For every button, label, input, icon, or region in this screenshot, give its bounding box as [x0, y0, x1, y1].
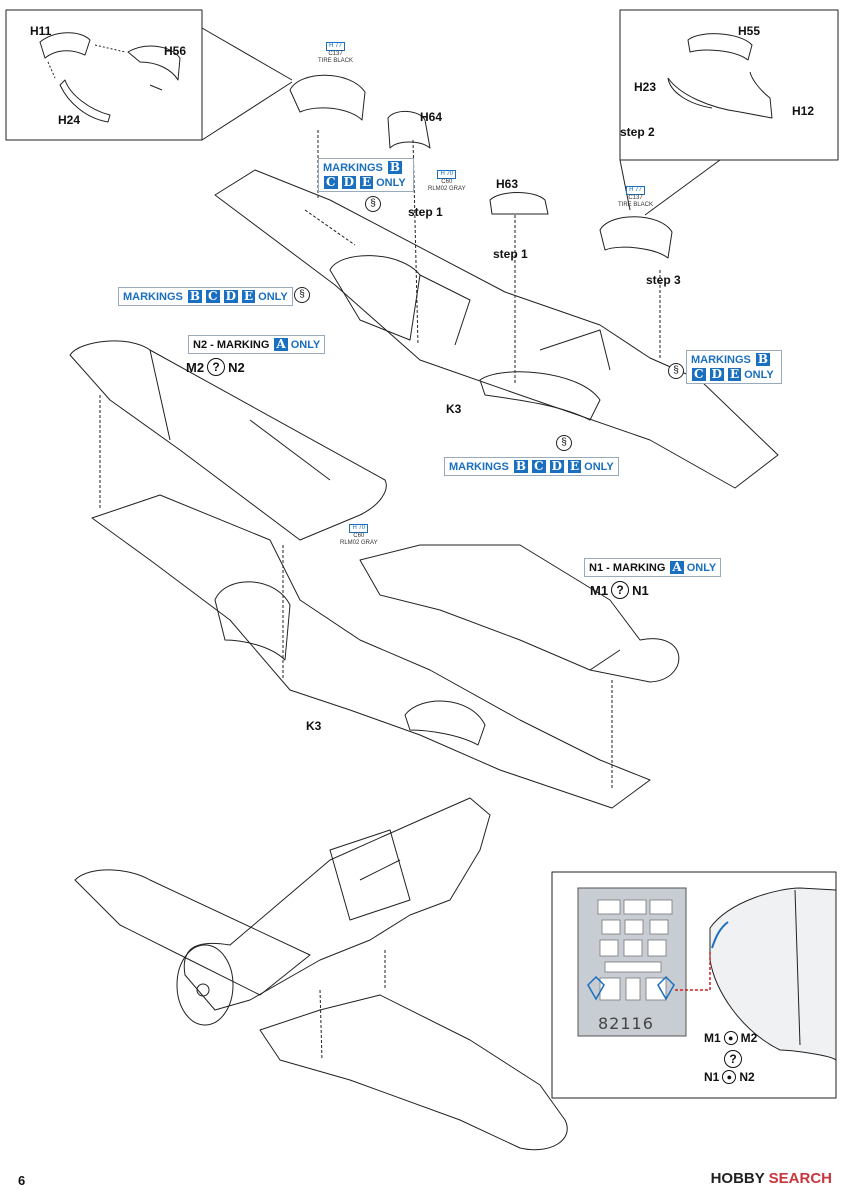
choice-m2-n2: M2?N2: [186, 358, 245, 376]
fuselage: [183, 797, 491, 1011]
canopy-side-view: [709, 887, 837, 1061]
optional-part-icon: §: [365, 196, 381, 212]
lower-wing-upper-view: [214, 169, 779, 489]
inset-box-right: [619, 9, 839, 161]
left-upper-wing: [69, 340, 387, 541]
mask-highlight-left: [587, 975, 605, 1001]
wheel-well-upper: [289, 74, 366, 121]
part-h24-shape: [59, 79, 111, 123]
watermark: HOBBY SEARCH: [710, 1170, 832, 1187]
page-number: 6: [18, 1173, 26, 1188]
paint-callout: H 77 C137 TIRE BLACK: [618, 186, 654, 208]
choice-m1-n1: M1?N1: [590, 581, 649, 599]
step1-label-b: step 1: [493, 247, 528, 261]
paint-callout: H 70 C60 RLM02 GRAY: [428, 170, 466, 192]
mask-choice-m: M1●M2: [704, 1031, 758, 1045]
mask-choice-n: N1●N2: [704, 1070, 755, 1084]
photo-etch-number: 82116: [598, 1014, 654, 1033]
marking-tag-n1: N1 - MARKING A ONLY: [584, 558, 722, 577]
label-h63: H63: [496, 177, 519, 191]
inset-box-mask: [551, 871, 837, 1099]
step3-label: step 3: [646, 273, 681, 287]
label-h55: H55: [738, 24, 761, 38]
optional-part-icon: §: [668, 363, 684, 379]
part-h23-shape: [667, 77, 713, 109]
optional-part-icon: §: [294, 287, 310, 303]
part-h63-shape: [489, 192, 549, 215]
part-h12-shape: [667, 71, 773, 119]
label-h24: H24: [58, 113, 81, 127]
label-h56: H56: [164, 44, 187, 58]
step1-label-a: step 1: [408, 205, 443, 219]
marking-tag-n2: N2 - MARKING A ONLY: [188, 335, 326, 354]
mask-frames: [597, 899, 673, 1001]
spinner: [176, 944, 234, 1026]
step2-label: step 2: [620, 125, 655, 139]
paint-callout: H 77 C137 TIRE BLACK: [318, 42, 354, 64]
mask-leader-line: [675, 950, 711, 991]
optional-part-icon: §: [556, 435, 572, 451]
paint-callout: H 70 C60 RLM02 GRAY: [340, 524, 378, 546]
marking-tag-bcde: MARKINGS B C D E ONLY: [444, 457, 619, 476]
label-k3-lower: K3: [306, 719, 322, 733]
lower-wing-middle: [91, 494, 651, 809]
label-h64: H64: [420, 110, 443, 124]
lower-wing-assembled: [259, 994, 568, 1151]
right-upper-wing: [359, 544, 680, 683]
marking-tag-bcde: MARKINGS B C D E ONLY: [118, 287, 293, 306]
label-h23: H23: [634, 80, 657, 94]
left-wing-assembled: [74, 869, 311, 996]
wheel-well-right: [599, 216, 673, 259]
label-h11: H11: [30, 24, 52, 38]
mask-highlight-right: [657, 975, 675, 1001]
marking-tag-bcde: MARKINGS B C D E ONLY: [686, 350, 782, 384]
label-k3-upper: K3: [446, 402, 462, 416]
mask-choice-q: ?: [724, 1050, 742, 1068]
inset-leader-left: [201, 27, 293, 81]
marking-tag-bcde: MARKINGS B C D E ONLY: [318, 158, 414, 192]
part-h64-shape: [387, 111, 431, 149]
part-h56-shape: [127, 45, 181, 81]
label-h12: H12: [792, 104, 815, 118]
part-h55-shape: [687, 33, 753, 61]
part-h11-shape: [39, 32, 91, 59]
